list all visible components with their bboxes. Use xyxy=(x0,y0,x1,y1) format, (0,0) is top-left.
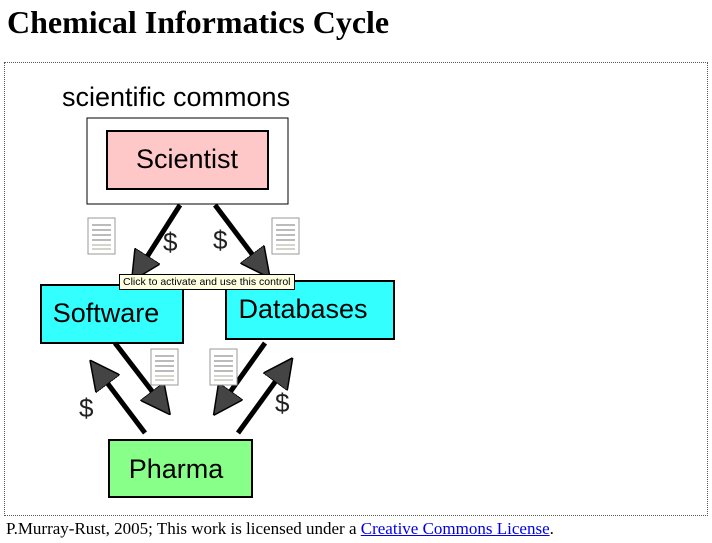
arrow-icon xyxy=(145,203,183,260)
document-icon xyxy=(150,348,179,386)
document-icon xyxy=(271,217,300,255)
software-box xyxy=(40,284,184,344)
footer: P.Murray-Rust, 2005; This work is licens… xyxy=(6,519,554,539)
dollar-label: $ xyxy=(163,227,178,257)
arrow-icon xyxy=(113,341,155,395)
arrow-icon xyxy=(213,203,255,258)
document-icon xyxy=(209,348,238,386)
dollar-label: $ xyxy=(79,393,94,423)
creative-commons-link[interactable]: Creative Commons License xyxy=(360,519,550,538)
arrow-icon xyxy=(235,378,278,435)
pharma-label: Pharma xyxy=(129,454,225,484)
databases-label: Databases xyxy=(238,294,367,324)
embedded-diagram-control[interactable] xyxy=(4,62,708,516)
page-title: Chemical Informatics Cycle xyxy=(7,4,390,40)
dollar-label: $ xyxy=(213,225,228,255)
arrow-icon xyxy=(105,380,147,435)
scientist-label: Scientist xyxy=(136,144,239,174)
scientist-box xyxy=(106,130,269,190)
document-icon xyxy=(87,217,116,255)
software-label: Software xyxy=(53,298,160,328)
footer-text: P.Murray-Rust, 2005; This work is licens… xyxy=(6,519,361,538)
databases-box xyxy=(225,280,395,340)
pharma-box xyxy=(108,439,253,498)
dollar-label: $ xyxy=(275,388,290,418)
tooltip: Click to activate and use this control xyxy=(119,274,295,290)
arrow-icon xyxy=(228,341,268,395)
commons-label: scientific commons xyxy=(62,82,290,112)
footer-end: . xyxy=(549,519,554,538)
